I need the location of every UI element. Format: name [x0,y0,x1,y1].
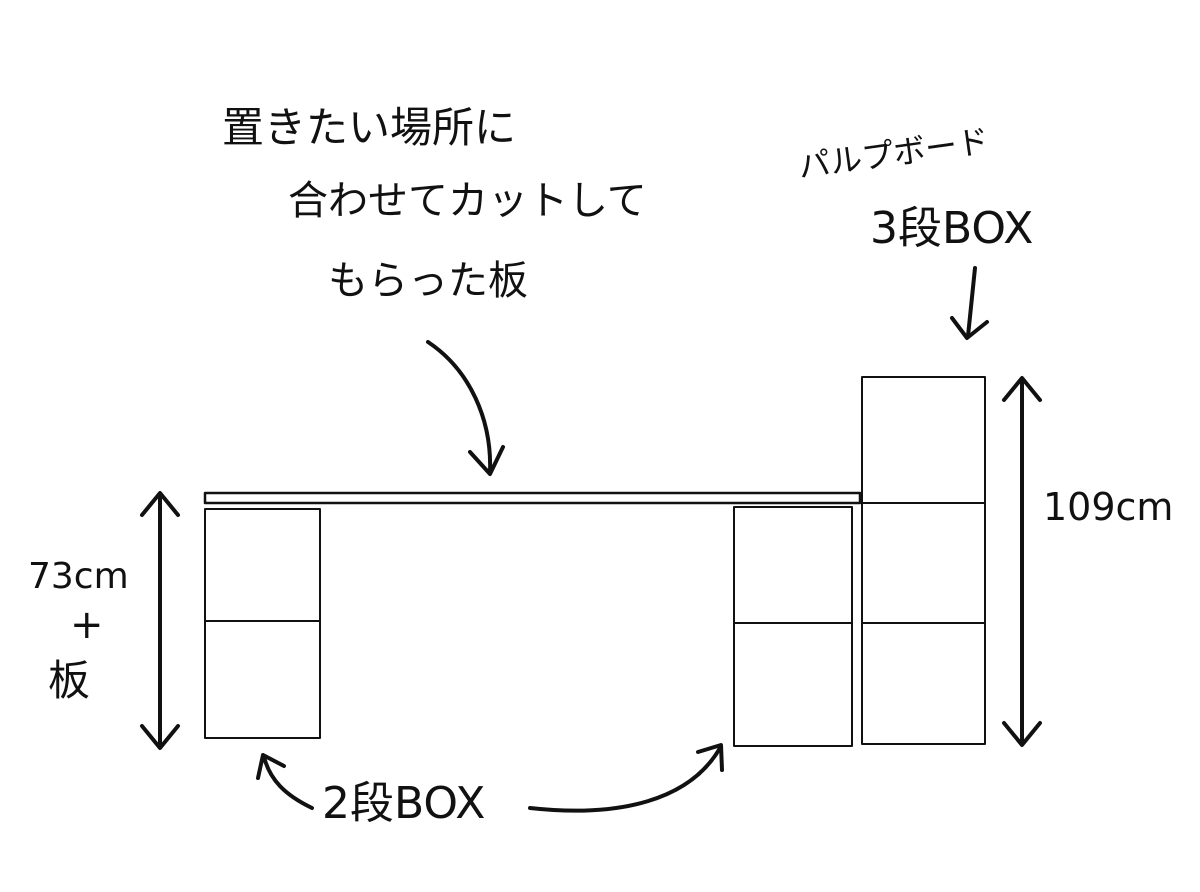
two-tier-box-label: 2段BOX [322,778,485,829]
board-arrow-head [468,445,505,476]
right-height-arrow [1002,376,1042,747]
three-tier-arrow-head [950,316,989,340]
three-tier-box-label: 3段BOX [870,203,1033,254]
two-tier-left-arrow [256,753,314,810]
pulp-board-label: パルプボード [796,122,991,186]
left-two-tier-box [204,508,321,739]
left-height-arrow [140,491,180,750]
board-arrow [426,340,493,474]
board-label-line-1: 置きたい場所に [222,103,516,152]
board-label-line-2: 合わせてカットして [288,178,647,224]
left-height-plus: + [70,602,104,648]
left-height-value: 73cm [28,556,129,597]
right-height-value: 109cm [1043,485,1173,529]
right-three-tier-box [861,376,986,745]
board-label-line-3: もらった板 [328,258,528,304]
cut-board [203,491,862,505]
middle-two-tier-box [733,506,853,747]
left-height-board: 板 [48,656,90,705]
two-tier-right-arrow [528,743,724,813]
three-tier-arrow [966,266,977,338]
